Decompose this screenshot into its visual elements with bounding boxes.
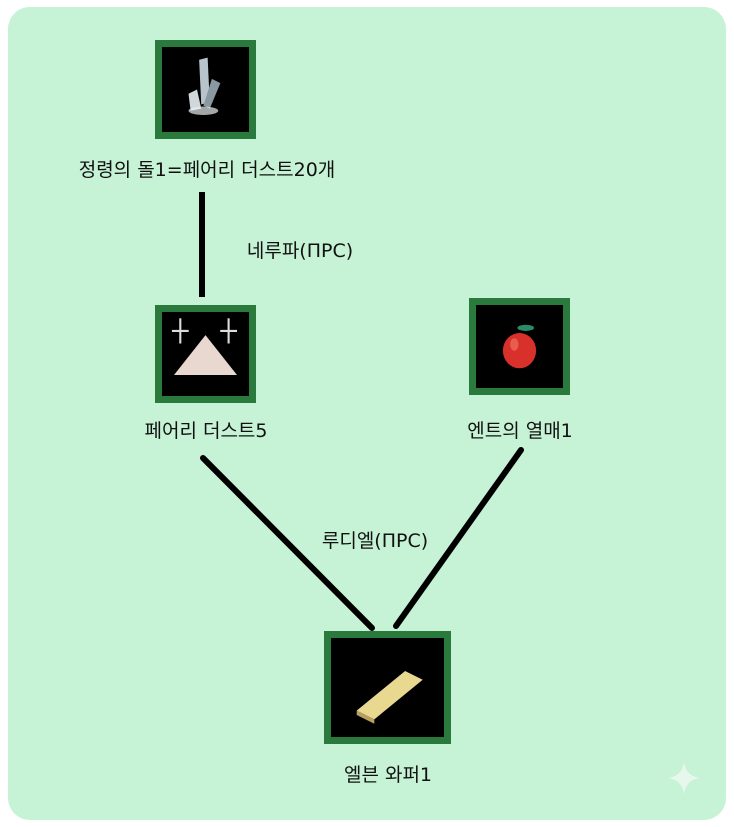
edge-fairy-dust-to-wafer	[200, 455, 375, 631]
sparkle-icon	[668, 762, 700, 794]
crystal-icon	[188, 57, 221, 115]
fairy-dust-node	[155, 305, 256, 403]
dust-pile-icon	[171, 318, 237, 375]
edge-ent-fruit-to-wafer	[393, 447, 524, 629]
ent-fruit-label: 엔트의 열매1	[467, 420, 573, 442]
spirit-stone-label: 정령의 돌1=페어리 더스트20개	[78, 159, 336, 181]
elven-wafer-label: 엘븐 와퍼1	[343, 764, 433, 786]
apple-icon	[502, 324, 537, 369]
elven-wafer-node	[324, 631, 451, 744]
rudiel-npc-label: 루디엘(ΠPC)	[321, 530, 429, 552]
ent-fruit-node	[469, 298, 570, 395]
nerupa-npc-label: 네루파(ΠPC)	[246, 240, 354, 262]
wafer-icon	[356, 671, 423, 724]
fairy-dust-label: 페어리 더스트5	[144, 420, 268, 442]
spirit-stone-node	[155, 40, 256, 139]
